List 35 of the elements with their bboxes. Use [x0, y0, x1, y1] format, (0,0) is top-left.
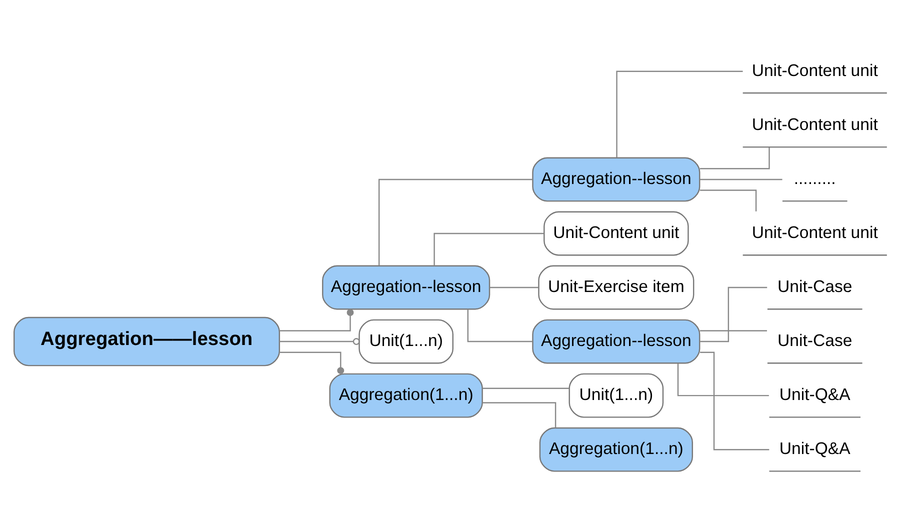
connector: [433, 232, 544, 266]
connector: [700, 351, 769, 450]
connector: [378, 178, 532, 266]
connector: [699, 330, 766, 331]
node-text: .........: [793, 168, 836, 188]
node-text: Unit-Q&A: [778, 384, 850, 404]
node-box: Unit(1...n): [568, 372, 664, 418]
node-text: Unit-Content unit: [751, 60, 878, 80]
connector: [700, 286, 767, 342]
node-box: Aggregation--lesson: [532, 318, 700, 364]
connector: [616, 70, 742, 158]
connector: [279, 351, 344, 374]
node-box: Aggregation(1...n): [538, 426, 692, 472]
connector: [466, 308, 532, 342]
node-box: Aggregation--lesson: [532, 156, 700, 202]
node-text: Unit-Content unit: [751, 222, 878, 242]
node-text: Unit-Case: [777, 276, 852, 296]
node-box: Unit-Exercise item: [538, 264, 694, 310]
connector: [699, 189, 756, 211]
node-box: Unit-Content unit: [543, 210, 688, 256]
node-text: Unit-Case: [777, 330, 852, 350]
connector: [676, 362, 768, 396]
node-box: Aggregation(1...n): [328, 372, 482, 418]
node-box: Unit(1...n): [358, 318, 453, 364]
node-box: Aggregation——lesson: [13, 316, 280, 366]
connector: [278, 338, 360, 345]
connector: [699, 147, 770, 169]
connector: [699, 178, 782, 180]
connector: [279, 308, 354, 331]
node-text: Unit-Content unit: [751, 114, 878, 134]
node-box: Aggregation--lesson: [322, 264, 490, 310]
connector: [489, 286, 538, 288]
connector: [482, 402, 556, 428]
connector: [482, 387, 569, 388]
node-text: Unit-Q&A: [778, 438, 850, 458]
